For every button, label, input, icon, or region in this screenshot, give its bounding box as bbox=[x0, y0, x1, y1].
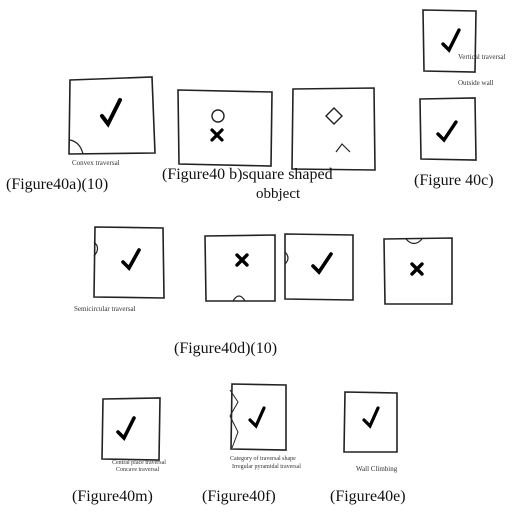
fig40c-caption: (Figure 40c) bbox=[414, 172, 494, 189]
fig40f-note-line1: Category of traversal shape bbox=[230, 456, 296, 462]
fig40c-square-bottom bbox=[419, 97, 477, 161]
fig40b-square-left bbox=[177, 89, 273, 167]
fig40d-note: Semicircular traversal bbox=[74, 305, 136, 313]
fig40a-note: Convex traversal bbox=[72, 159, 120, 167]
fig40f-square bbox=[229, 383, 287, 451]
fig40d-caption: (Figure40d)(10) bbox=[174, 340, 278, 357]
fig40f-caption: (Figure40f) bbox=[202, 488, 276, 505]
fig40b-square-right bbox=[291, 87, 376, 171]
fig40e-caption: (Figure40e) bbox=[330, 488, 406, 505]
fig40e-note: Wall Climbing bbox=[356, 465, 398, 473]
fig40a-caption: (Figure40a)(10) bbox=[6, 176, 109, 193]
fig40b-caption-line2: obbject bbox=[256, 186, 301, 202]
fig40m-caption: (Figure40m) bbox=[72, 488, 153, 505]
fig40f-note-line2: Irregular pyramidal traversal bbox=[232, 464, 301, 470]
fig40m-note-line1: Central place traversal bbox=[112, 460, 166, 466]
fig40b-caption-line1: (Figure40 b)square shaped bbox=[162, 166, 333, 183]
fig40a-square bbox=[68, 76, 156, 155]
fig40c-note-line1: Vertical traversal bbox=[458, 53, 506, 61]
fig40c-note-line2: Outside wall bbox=[458, 79, 494, 87]
fig40d-square-1 bbox=[93, 226, 165, 299]
fig40c-square-top bbox=[422, 9, 477, 73]
fig40d-square-2 bbox=[204, 234, 276, 302]
fig40m-note-line2: Concave traversal bbox=[116, 467, 160, 473]
fig40d-square-3 bbox=[284, 233, 354, 301]
fig40d-square-4 bbox=[383, 237, 453, 305]
fig40e-square bbox=[343, 391, 398, 453]
fig40m-square bbox=[101, 397, 161, 461]
